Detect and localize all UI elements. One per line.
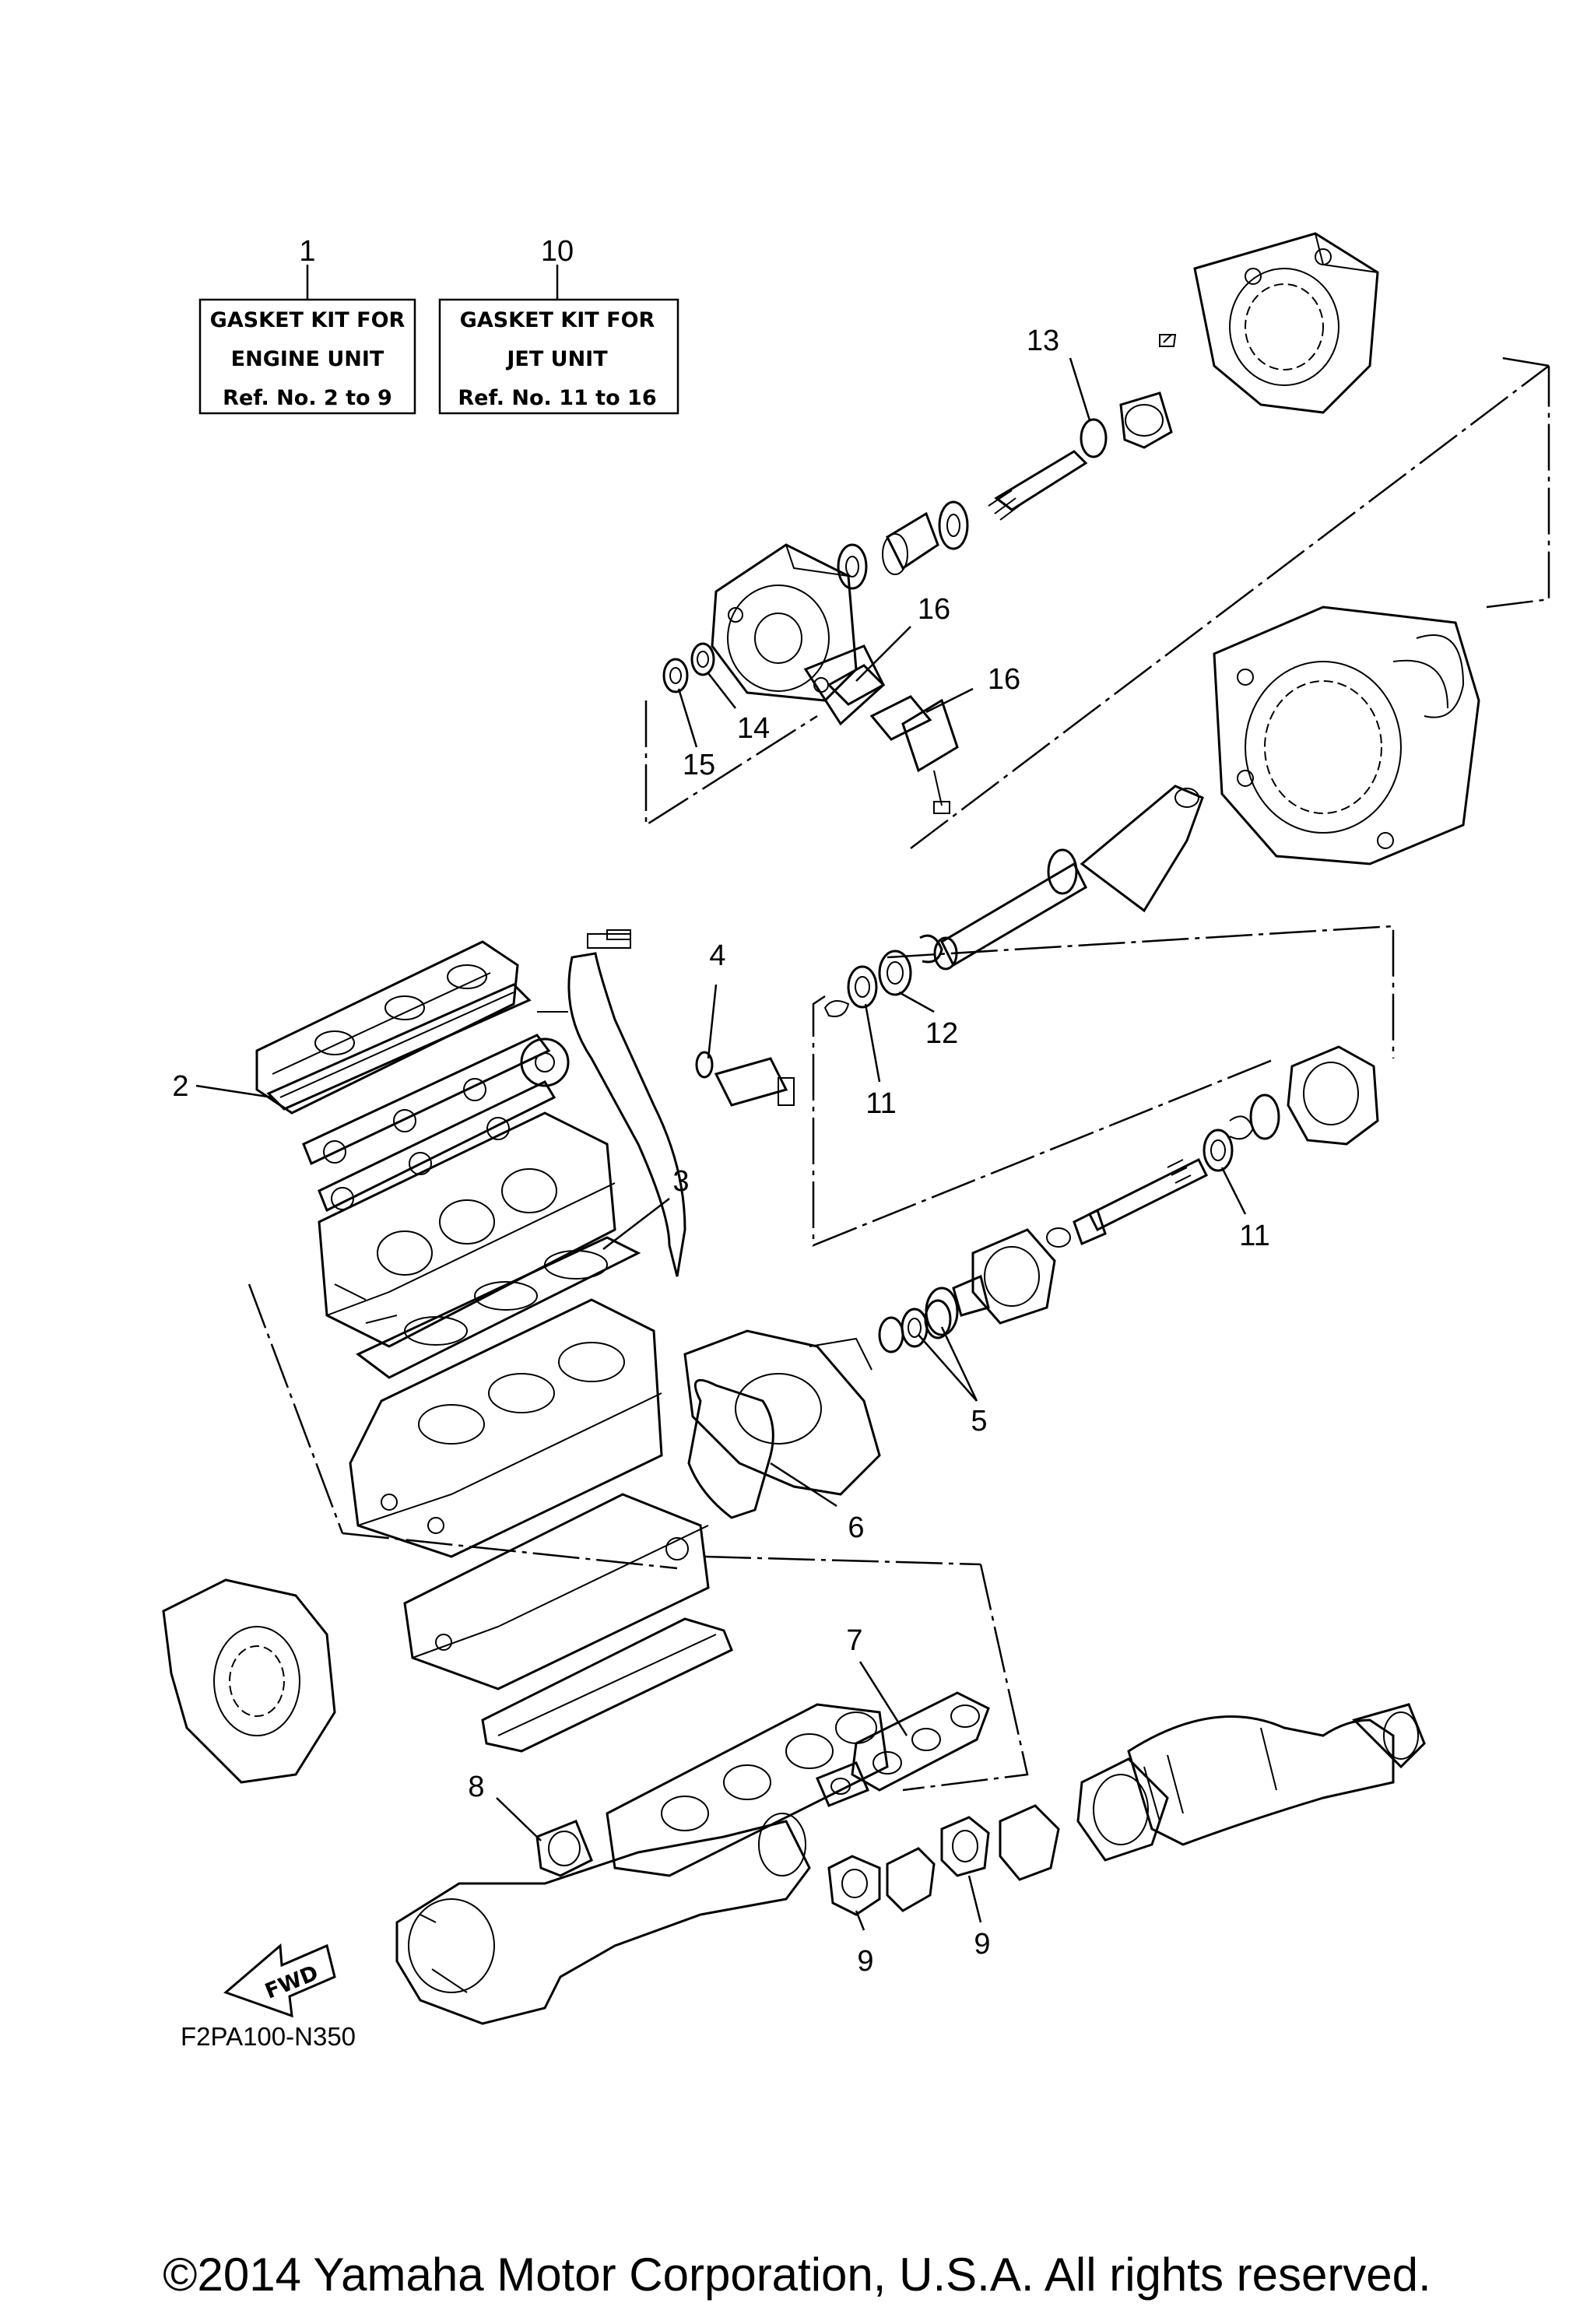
gasket-16a [827,664,886,706]
oil-seal-15 [662,658,689,693]
o-ring-13 [1080,418,1108,458]
kit-ref-number: 1 [299,235,315,268]
jet-unit-drawing [662,232,1480,971]
oil-seal-11b [1203,1129,1234,1172]
leader-lines [195,357,1247,1931]
cam-cover-gasket-2 [266,983,532,1111]
reference-frames [248,356,1550,1792]
callout-16a: 16 [918,593,950,626]
kit-box-line: JET UNIT [505,347,608,371]
callout-6: 6 [848,1511,864,1544]
head-gasket-3 [356,1236,641,1379]
cover-gasket-6 [687,1378,774,1519]
callout-5: 5 [971,1405,987,1438]
callout-11b: 11 [1239,1220,1269,1252]
drive-shaft-drawing [823,934,1379,1353]
kit-box-line: GASKET KIT FOR [210,308,406,332]
copyright-notice: ©2014 Yamaha Motor Corporation, U.S.A. A… [163,2249,1431,2301]
callout-7: 7 [846,1624,862,1657]
gasket-kit-box-jet[interactable]: 10 GASKET KIT FOR JET UNIT Ref. No. 11 t… [438,235,679,415]
callout-15: 15 [683,749,715,781]
oil-seal-12 [878,950,912,996]
oil-seal-11a [847,965,878,1009]
kit-box-line: GASKET KIT FOR [460,308,655,332]
kit-box-line: Ref. No. 2 to 9 [223,386,392,410]
kit-box-line: Ref. No. 11 to 16 [458,386,656,410]
callout-13: 13 [1027,325,1059,357]
callout-3: 3 [672,1165,689,1198]
callout-16b: 16 [988,663,1020,696]
tensioner-gasket-4 [695,1051,714,1079]
engine-head-drawing [162,929,881,1784]
kit-ref-number: 10 [541,235,574,268]
oil-seal-5a [924,1299,952,1339]
callout-4: 4 [709,939,725,972]
callout-2: 2 [172,1070,188,1103]
callout-8: 8 [468,1771,484,1803]
fwd-arrow: FWD [223,1943,336,2018]
callout-14: 14 [737,712,770,745]
exhaust-gasket-7 [851,1691,990,1792]
callout-9a: 9 [857,1945,873,1978]
gasket-kit-box-engine[interactable]: 1 GASKET KIT FOR ENGINE UNIT Ref. No. 2 … [198,235,416,415]
exhaust-gasket-9b [940,1816,990,1877]
callout-11a: 11 [865,1087,896,1120]
exhaust-drawing [395,1691,1426,2025]
fwd-label: FWD [262,1961,321,2004]
callout-numbers: 2 3 4 5 6 7 8 9 9 11 11 12 13 14 15 16 1… [172,325,1269,1978]
exhaust-gasket-9a [827,1855,881,1916]
diagram-code: F2PA100-N350 [181,2022,356,2051]
gasket-16b [869,695,932,741]
callout-12: 12 [925,1017,958,1050]
callout-9b: 9 [974,1928,990,1961]
kit-box-line: ENGINE UNIT [231,347,384,371]
oil-seal-14 [690,642,715,676]
exhaust-gasket-8 [535,1820,593,1877]
